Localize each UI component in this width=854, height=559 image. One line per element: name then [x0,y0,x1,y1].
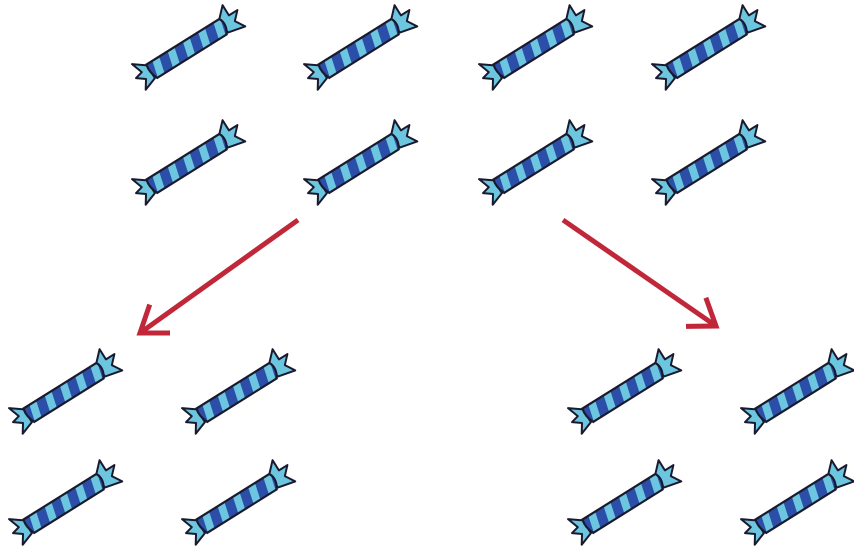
wrapped-candy-icon [300,115,420,206]
wrapped-candy-icon [648,115,768,206]
candy-group-top [128,0,768,206]
wrapped-candy-icon [178,455,298,546]
wrapped-candy-icon [475,0,595,91]
wrapped-candy-icon [564,455,684,546]
wrapped-candy-icon [128,0,248,91]
wrapped-candy-icon [737,344,854,435]
arrow-top-to-bottom-left [140,220,298,333]
wrapped-candy-icon [564,344,684,435]
candy-group-bottom-right [564,344,854,546]
arrow-top-to-bottom-right [563,220,716,326]
wrapped-candy-icon [5,344,125,435]
wrapped-candy-icon [475,115,595,206]
wrapped-candy-icon [648,0,768,91]
wrapped-candy-icon [300,0,420,91]
arrow-shaft [140,220,298,333]
candy-group-bottom-left [5,344,298,546]
wrapped-candy-icon [128,115,248,206]
wrapped-candy-icon [5,455,125,546]
wrapped-candy-icon [178,344,298,435]
wrapped-candy-icon [737,455,854,546]
arrow-shaft [563,220,716,326]
